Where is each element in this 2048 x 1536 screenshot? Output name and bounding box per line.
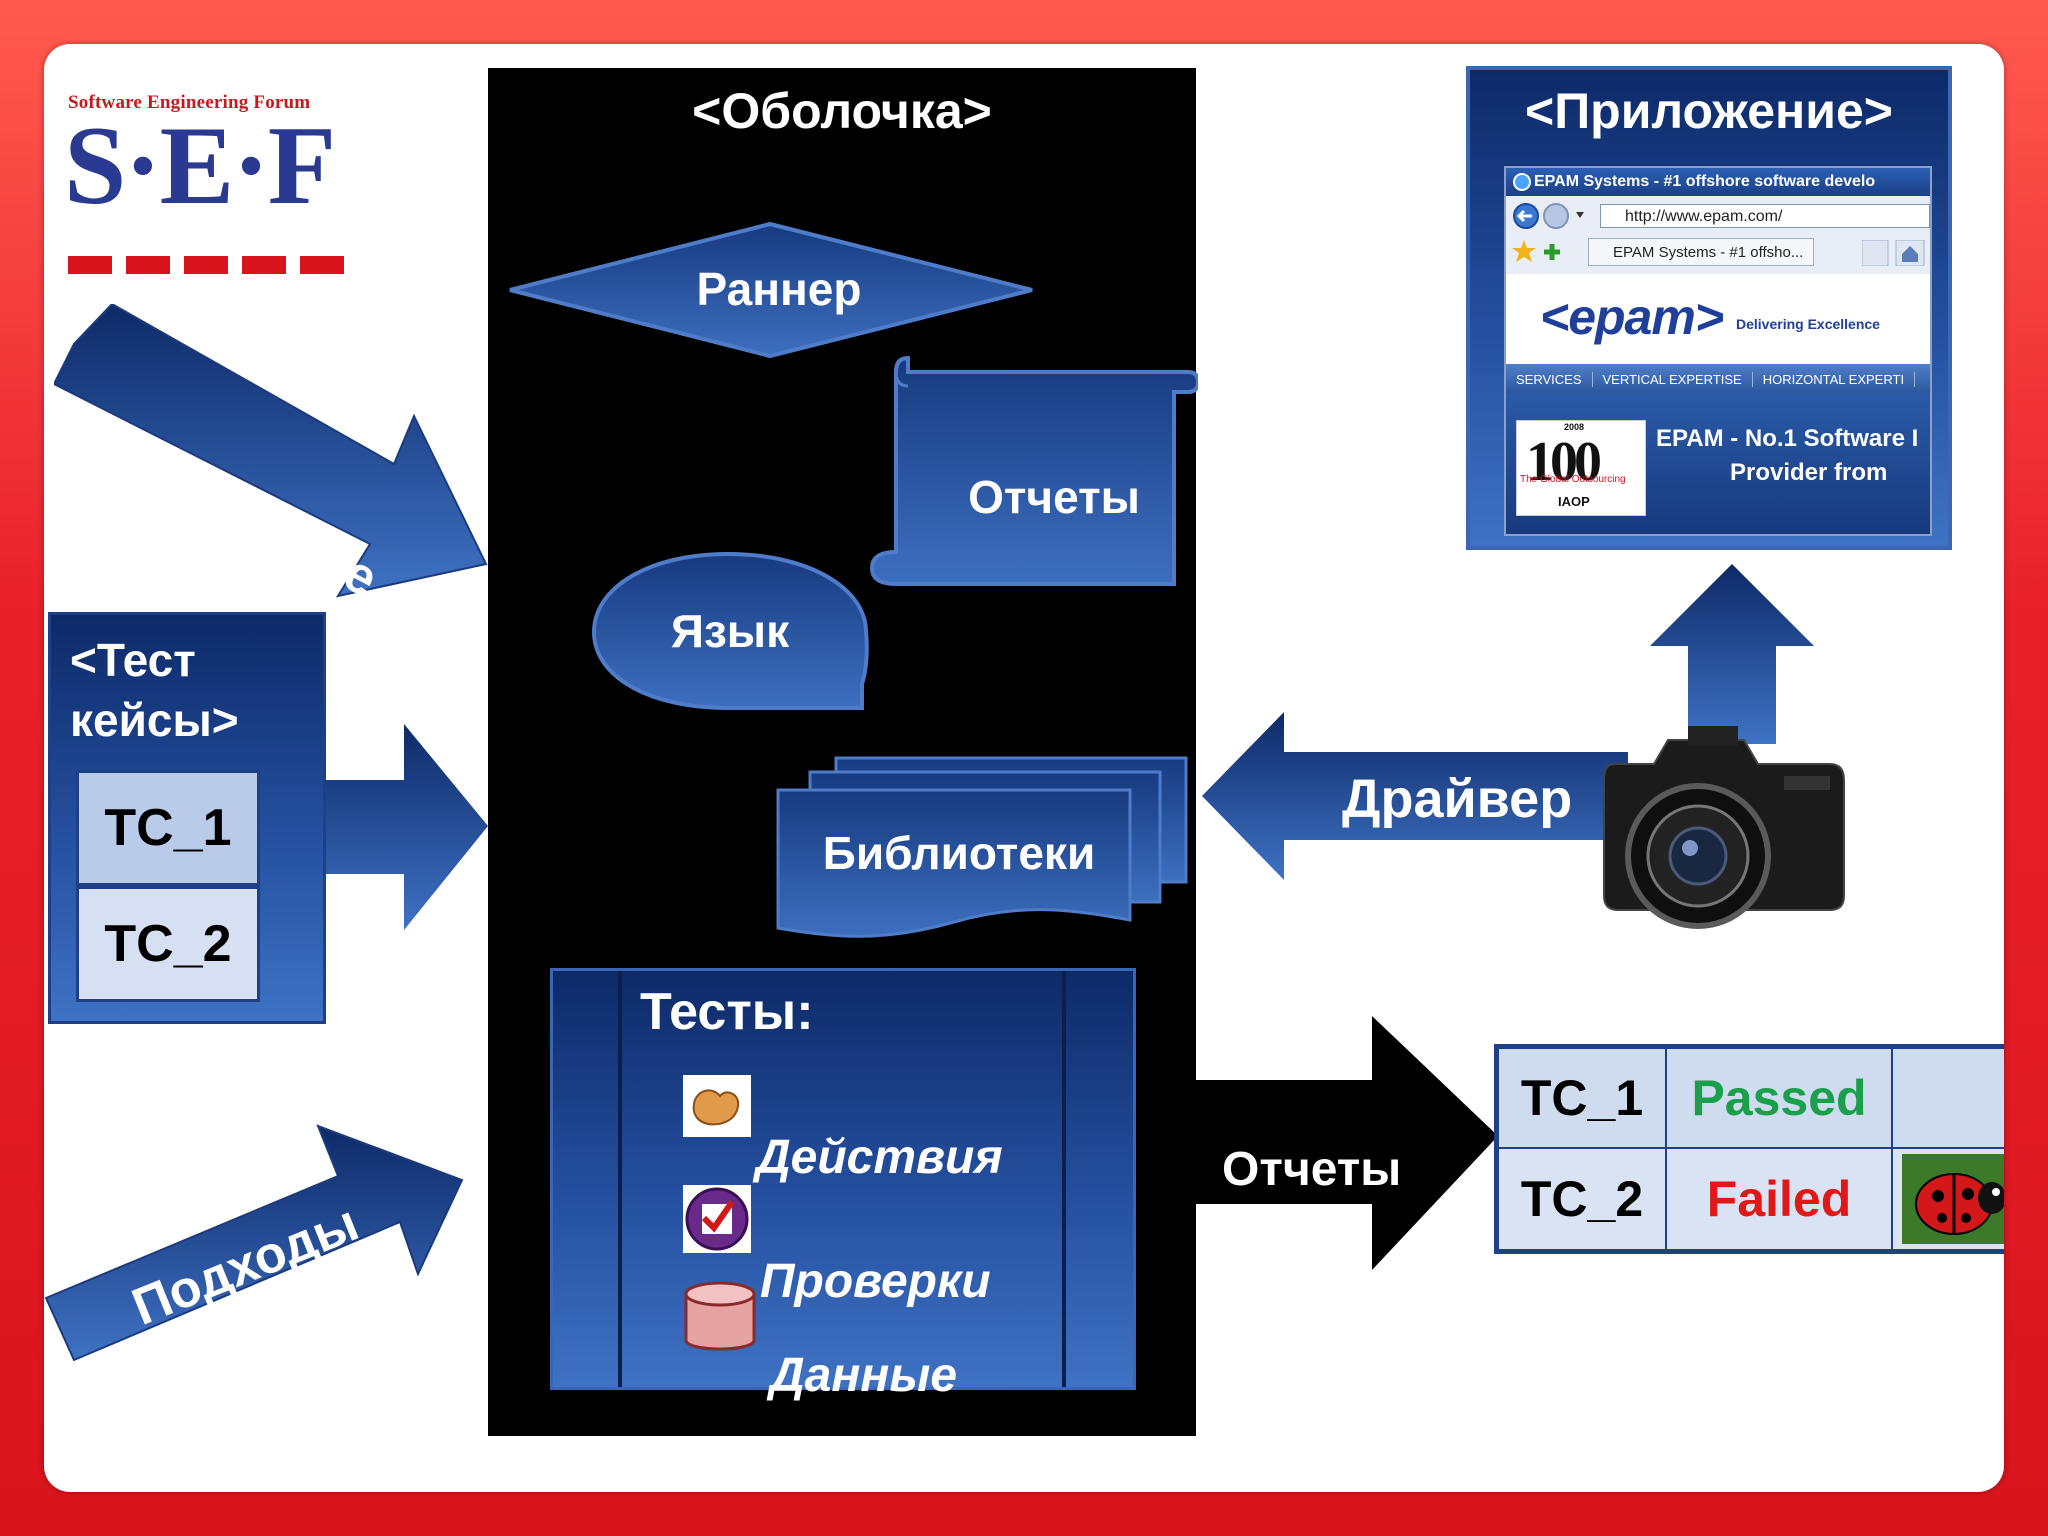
award-year: 2008 (1564, 422, 1585, 432)
browser-tab[interactable]: EPAM Systems - #1 offsho... (1588, 238, 1814, 266)
home-icon (1862, 240, 1925, 266)
libraries-label: Библиотеки (822, 827, 1096, 879)
browser-title-bar: EPAM Systems - #1 offshore software deve… (1506, 168, 1930, 196)
nav-vertical[interactable]: VERTICAL EXPERTISE (1593, 371, 1753, 387)
ie-icon (1513, 173, 1531, 191)
application-title: <Приложение> (1525, 83, 1893, 139)
sef-logo: S·E·F (64, 104, 336, 228)
nav-services[interactable]: SERVICES (1506, 371, 1593, 387)
libraries-shape (776, 756, 1188, 938)
browser-site-nav: SERVICES VERTICAL EXPERTISE HORIZONTAL E… (1506, 364, 1930, 394)
reports-output-arrow (1196, 1016, 1498, 1270)
nav-horizontal[interactable]: HORIZONTAL EXPERTI (1753, 371, 1916, 387)
test-case-2[interactable]: TC_2 (76, 886, 260, 1002)
ladybug-icon (1902, 1154, 2004, 1244)
tests-inner-frame (618, 971, 1066, 1387)
language-label: Язык (670, 605, 790, 657)
browser-url-field[interactable]: http://www.epam.com/ (1600, 204, 1930, 228)
results-status-2: Failed (1665, 1147, 1893, 1251)
reports-scroll (869, 355, 1198, 586)
tests-item-actions: Действия (756, 1131, 1003, 1184)
award-number: 100 (1526, 431, 1602, 493)
logo-caption: Software Engineering Forum (68, 92, 311, 113)
language-shape (591, 551, 869, 710)
epam-logo: <epam> (1540, 289, 1724, 345)
up-arrow (1650, 564, 1814, 744)
reports-label: Отчеты (968, 471, 1140, 523)
browser-screenshot: EPAM Systems - #1 offshore software deve… (1504, 166, 1932, 536)
shell-title: <Оболочка> (692, 83, 992, 139)
reports-output-label: Отчеты (1222, 1143, 1402, 1196)
tests-title: Тесты: (640, 983, 814, 1041)
award-org: IAOP (1558, 494, 1590, 509)
award-caption: The Global Outsourcing (1520, 474, 1626, 485)
control-arrow (54, 304, 488, 598)
runner-label: Раннер (696, 263, 862, 315)
actions-icon (683, 1075, 751, 1137)
camera-icon (1603, 726, 1845, 929)
results-table: TC_1 Passed TC_2 Failed (1494, 1044, 2004, 1254)
award-badge (1516, 420, 1646, 516)
test-cases-arrow (326, 724, 488, 930)
slide: Software Engineering Forum S·E·F Управле… (44, 44, 2004, 1492)
results-status-1: Passed (1665, 1047, 1893, 1149)
favorites-icon (1512, 240, 1560, 262)
results-extra-2 (1891, 1147, 2004, 1251)
tests-box (550, 968, 1136, 1390)
results-extra-1 (1891, 1047, 2004, 1149)
tests-item-data: Данные (770, 1349, 958, 1402)
runner-shape (509, 221, 1033, 359)
results-case-2: TC_2 (1497, 1147, 1667, 1251)
results-case-1: TC_1 (1497, 1047, 1667, 1149)
checkbox-icon (683, 1185, 751, 1253)
logo-dashes (68, 256, 344, 274)
database-icon (684, 1281, 756, 1351)
driver-arrow (1202, 712, 1628, 880)
approaches-arrow (44, 1124, 464, 1362)
driver-label: Драйвер (1342, 769, 1573, 829)
back-forward-icon (1513, 203, 1584, 229)
test-case-1[interactable]: TC_1 (76, 770, 260, 886)
banner-text: EPAM - No.1 Software I Provider from (1656, 425, 1919, 486)
epam-tagline: Delivering Excellence (1736, 316, 1880, 332)
tests-item-checks: Проверки (760, 1255, 991, 1308)
